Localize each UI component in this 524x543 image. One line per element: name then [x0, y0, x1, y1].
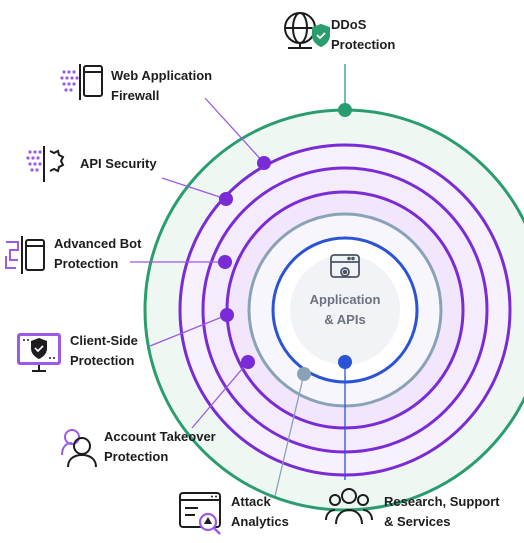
monitor-shield-icon [17, 333, 61, 372]
connectors [130, 64, 346, 497]
label-ddos-protection: DDoS Protection [331, 17, 396, 52]
gear-window-icon [330, 254, 360, 278]
team-icon [325, 488, 373, 525]
dot-client [220, 308, 234, 322]
dot-api [219, 192, 233, 206]
label-api-security: API Security [80, 156, 157, 171]
connector-ato [191, 361, 249, 429]
label-client-side-protection: Client-Side Protection [70, 333, 138, 368]
user-icon [61, 429, 97, 468]
dot-ddos [338, 103, 352, 117]
label-web-application-firewall: Web Application Firewall [111, 68, 213, 103]
center-label: Application & APIs [309, 292, 381, 327]
api-gear-icon [26, 146, 65, 182]
dot-bot [218, 255, 232, 269]
connector-analytics [274, 373, 305, 497]
dot-waf [257, 156, 271, 170]
label-account-takeover-protection: Account Takeover Protection [104, 429, 216, 464]
ring-dots [218, 103, 352, 381]
label-research-support-services: Research, Support & Services [384, 494, 500, 529]
bot-window-icon [5, 236, 45, 274]
connector-client [149, 314, 228, 347]
connector-waf [204, 97, 265, 164]
center-disc [290, 255, 400, 365]
label-advanced-bot-protection: Advanced Bot Protection [54, 236, 142, 271]
dot-research [338, 355, 352, 369]
attack-analytics-icon [179, 492, 221, 535]
globe-shield-icon [284, 12, 330, 49]
connector-api [161, 177, 227, 200]
label-attack-analytics: Attack Analytics [231, 494, 289, 529]
rings [143, 108, 524, 512]
dot-analytics [297, 367, 311, 381]
dot-ato [241, 355, 255, 369]
waf-window-icon [60, 64, 103, 100]
